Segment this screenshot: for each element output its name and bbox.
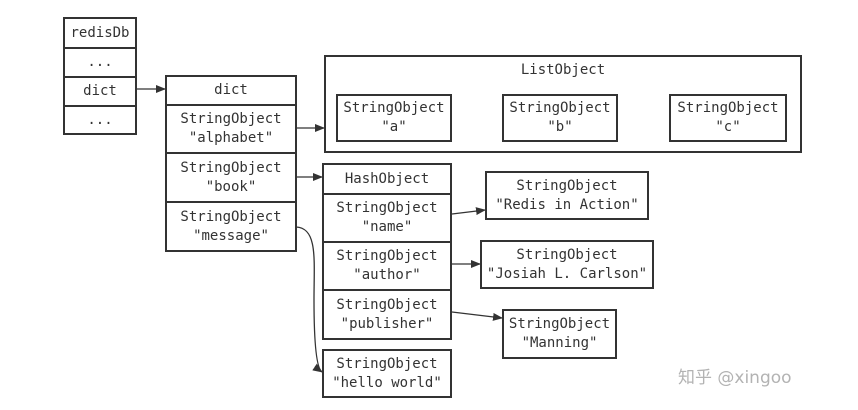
- value-josiah-carlson: StringObject"Josiah L. Carlson": [480, 240, 654, 289]
- list-item-c: StringObject"c": [669, 94, 787, 142]
- dict-box: dict StringObject"alphabet" StringObject…: [165, 75, 297, 252]
- arrow-name-value: [451, 207, 486, 216]
- redisdb-title: redisDb: [70, 24, 130, 41]
- redisdb-row-dict: dict: [83, 83, 117, 99]
- hashobject-box: HashObject StringObject"name" StringObje…: [322, 163, 452, 340]
- watermark: 知乎 @xingoo: [678, 368, 792, 388]
- arrow-message-value: [295, 226, 323, 373]
- hash-key-publisher: StringObject"publisher": [336, 296, 438, 332]
- hashobject-title: HashObject: [344, 170, 430, 187]
- listobject-title: ListObject: [520, 62, 606, 78]
- value-redis-in-action: StringObject"Redis in Action": [485, 171, 649, 220]
- redisdb-row-3: ...: [87, 111, 113, 128]
- arrow-publisher-value: [451, 311, 503, 321]
- dict-key-message: StringObject"message": [180, 208, 282, 244]
- dict-key-book: StringObject"book": [180, 159, 282, 195]
- hash-key-name: StringObject"name": [336, 200, 438, 235]
- value-manning: StringObject"Manning": [502, 309, 617, 359]
- redisdb-box: redisDb ... dict ...: [63, 17, 137, 135]
- value-hello-world: StringObject"hello world": [322, 349, 452, 398]
- dict-title: dict: [214, 82, 248, 98]
- list-item-a: StringObject"a": [336, 94, 452, 142]
- list-item-b: StringObject"b": [502, 94, 618, 142]
- redisdb-row-1: ...: [87, 54, 113, 70]
- hash-key-author: StringObject"author": [336, 248, 438, 283]
- dict-key-alphabet: StringObject"alphabet": [180, 111, 282, 146]
